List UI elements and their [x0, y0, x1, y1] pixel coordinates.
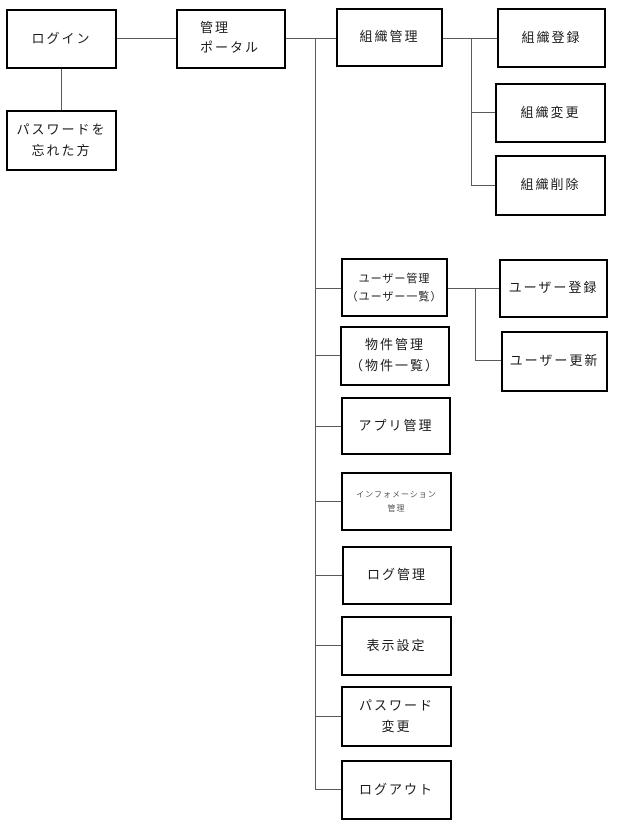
node-user-update: ユーザー更新 — [501, 331, 608, 392]
node-label: 組織削除 — [520, 178, 581, 193]
connector-portal-to-org — [286, 38, 336, 39]
connector-trunk-to-user — [315, 288, 341, 289]
node-label: ポータル — [200, 41, 261, 56]
connector-org-to-change — [471, 112, 495, 113]
node-label: 変更 — [381, 719, 412, 735]
connector-trunk-to-app — [315, 426, 341, 427]
connector-user-children-trunk — [475, 288, 476, 361]
node-logout: ログアウト — [341, 760, 452, 820]
node-label: インフォメーション — [356, 489, 437, 499]
node-label: 物件管理 — [364, 338, 425, 353]
node-label: ログ管理 — [366, 568, 427, 583]
connector-trunk-to-logout — [315, 789, 341, 790]
node-label: アプリ管理 — [358, 418, 434, 434]
connector-user-to-update — [475, 360, 501, 361]
node-label: ユーザー更新 — [509, 354, 600, 369]
node-org-management: 組織管理 — [336, 8, 443, 67]
node-org-delete: 組織削除 — [495, 155, 606, 216]
node-password-change: パスワード 変更 — [341, 686, 452, 747]
node-label: 表示設定 — [366, 638, 427, 654]
connector-org-to-delete — [471, 185, 495, 186]
node-label: ユーザー登録 — [508, 281, 599, 296]
connector-trunk-to-log — [315, 575, 342, 576]
node-label: 組織変更 — [520, 105, 581, 121]
node-property-management: 物件管理 （物件一覧） — [340, 326, 450, 386]
connector-trunk-to-property — [315, 355, 340, 356]
node-app-management: アプリ管理 — [341, 397, 451, 455]
connector-trunk-to-password — [315, 716, 341, 717]
connector-login-to-forgot — [61, 69, 62, 110]
connector-trunk-to-information — [315, 501, 341, 502]
node-org-register: 組織登録 — [497, 8, 606, 68]
connector-user-to-register — [448, 288, 499, 289]
node-forgot-password: パスワードを 忘れた方 — [6, 110, 117, 171]
node-label: パスワード — [358, 698, 434, 714]
node-label: 忘れた方 — [31, 143, 92, 159]
node-label: ユーザー管理 — [358, 271, 431, 285]
node-log-management: ログ管理 — [342, 546, 452, 605]
node-label: （ユーザー一覧） — [346, 289, 443, 303]
node-label: 組織登録 — [521, 30, 582, 46]
node-label: （物件一覧） — [349, 359, 440, 374]
connector-org-to-register — [443, 38, 497, 39]
node-admin-portal: 管理 ポータル — [176, 9, 286, 69]
node-label: 管理 — [200, 21, 231, 36]
node-information-management: インフォメーション 管理 — [341, 472, 452, 531]
node-label: ログアウト — [358, 782, 434, 798]
node-user-register: ユーザー登録 — [499, 259, 608, 318]
connector-trunk-to-display — [315, 645, 341, 646]
node-user-management: ユーザー管理 （ユーザー一覧） — [341, 258, 448, 317]
node-label: 組織管理 — [359, 30, 420, 45]
connector-login-to-portal — [117, 38, 176, 39]
node-login: ログイン — [6, 9, 117, 69]
connector-main-trunk — [315, 38, 316, 790]
node-label: ログイン — [31, 31, 92, 47]
node-org-change: 組織変更 — [495, 83, 606, 143]
node-display-settings: 表示設定 — [341, 616, 452, 676]
node-label: 管理 — [387, 503, 406, 513]
node-label: パスワードを — [16, 122, 107, 138]
